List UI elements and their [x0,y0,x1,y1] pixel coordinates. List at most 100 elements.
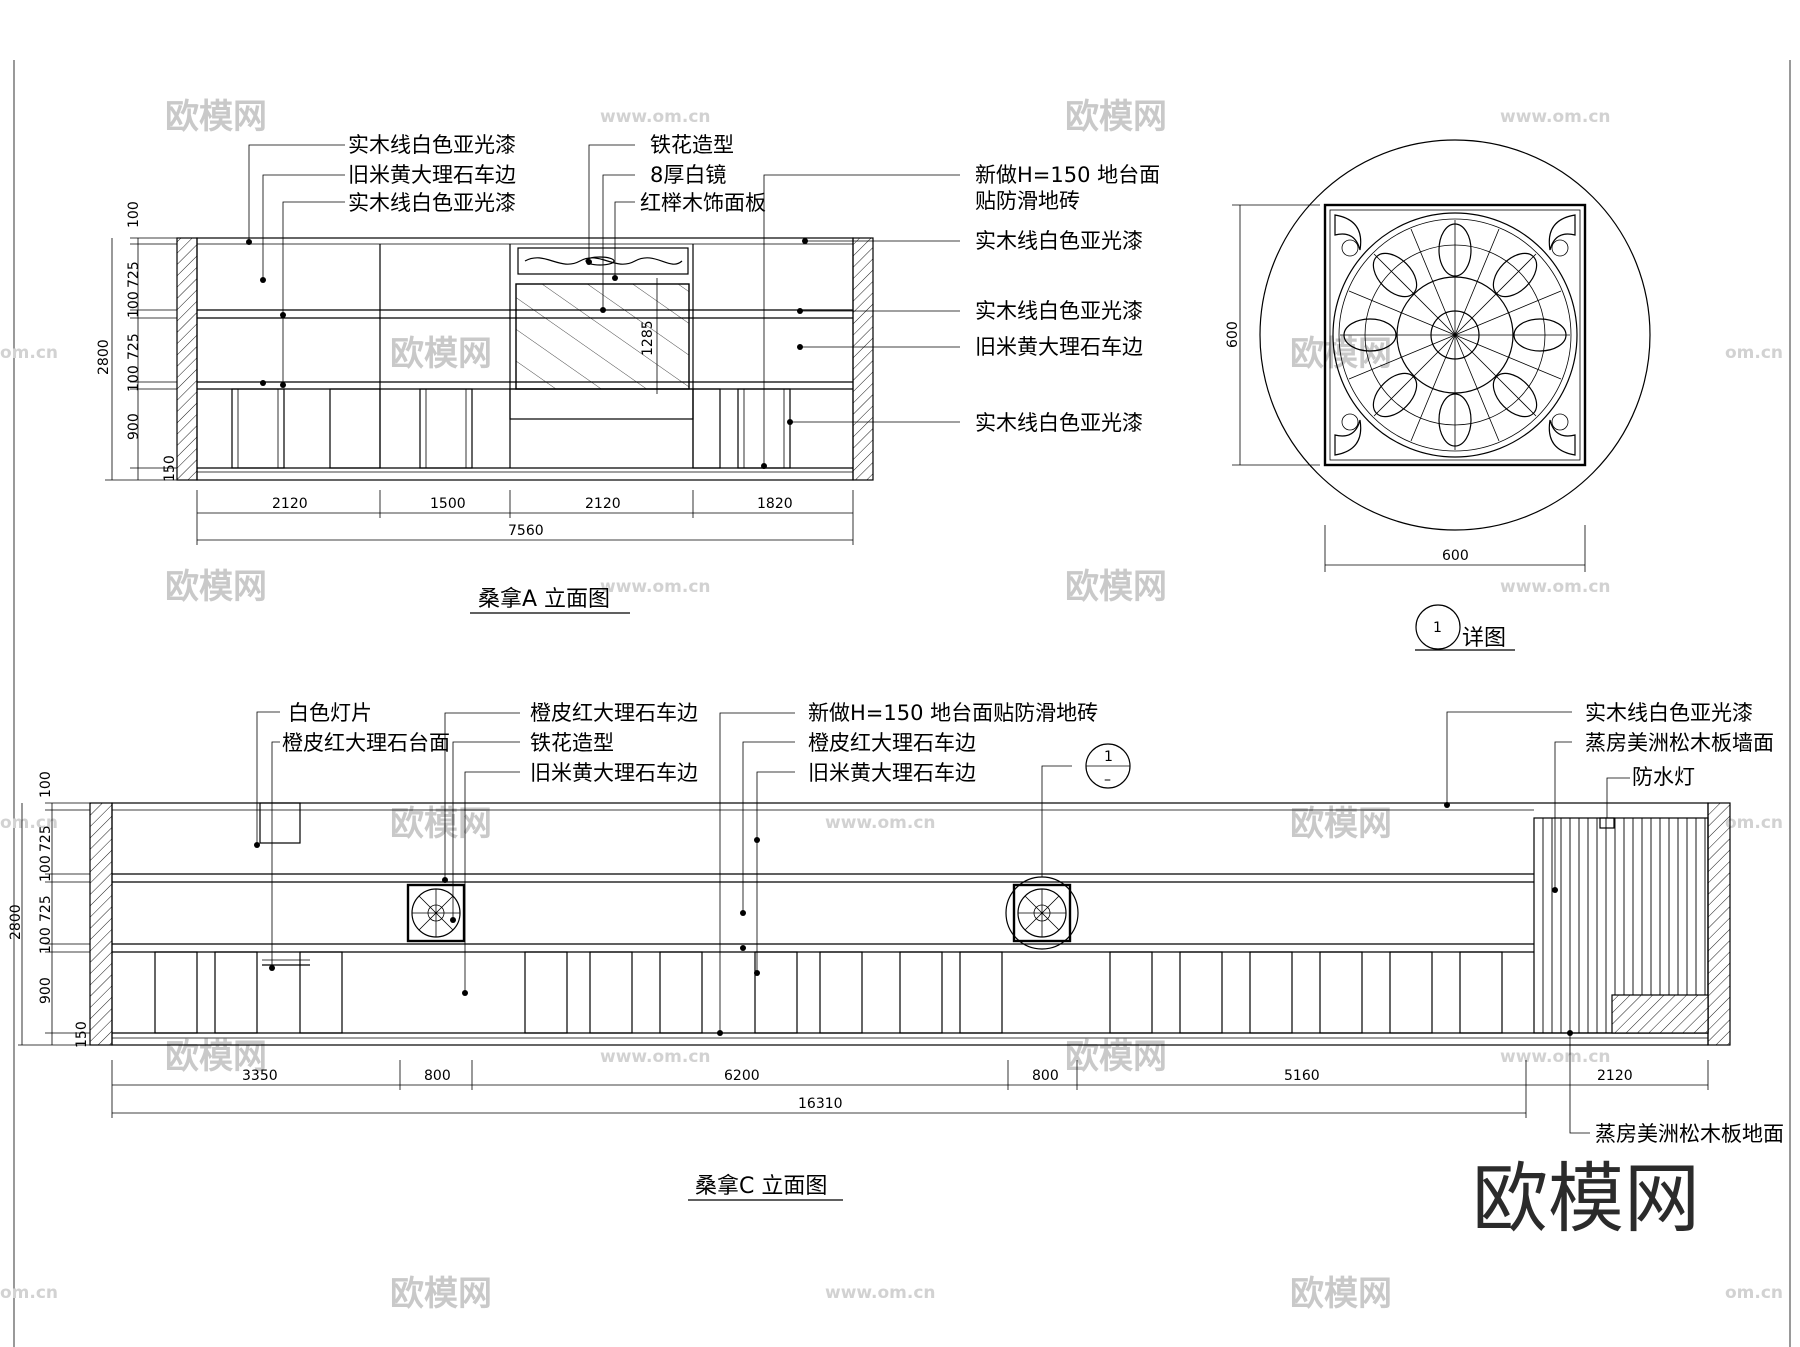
ref-bubble-number: 1 [1104,749,1113,765]
label-solid-wood-white: 实木线白色亚光漆 [975,229,1143,253]
detail-title: 详图 [1462,626,1506,651]
watermark-brand: 欧模网 [1065,567,1167,607]
right-wall-hatch [852,237,874,481]
dim-text: 100 [126,201,142,228]
mirror [515,283,690,390]
watermark-brand: 欧模网 [1290,1274,1392,1314]
label-solid-wood-white: 实木线白色亚光漆 [348,133,516,157]
watermark-layer: 欧模网 www.om.cn 欧模网 www.om.cn om.cn 欧模网 欧模… [0,97,1783,1314]
watermark-url: www.om.cn [600,107,711,127]
watermark-url: om.cn [1725,343,1783,363]
watermark-brand: 欧模网 [1290,804,1392,844]
watermark-url: om.cn [1725,1283,1783,1303]
right-wall-hatch [1707,802,1731,1046]
watermark-url: www.om.cn [825,813,936,833]
label-orange-marble-edge: 橙皮红大理石车边 [530,701,698,725]
watermark-brand: 欧模网 [165,97,267,137]
elevation-a: 100 725 100 725 100 900 150 2800 1285 21… [96,133,1160,614]
dim-text: 100 [126,365,142,392]
watermark-brand: 欧模网 [165,1037,267,1077]
dim-text: 16310 [798,1096,843,1112]
label-solid-wood-white: 实木线白色亚光漆 [348,191,516,215]
dim-text: 800 [424,1068,451,1084]
ref-bubble-sheet: – [1104,772,1111,788]
dim-text: 100 [38,771,54,798]
dim-text: 5160 [1284,1068,1320,1084]
detail-view: 600 600 1 详图 [1225,139,1651,651]
label-solid-wood-white: 实木线白色亚光漆 [1585,701,1753,725]
label-wrought-iron: 铁花造型 [530,731,614,755]
dim-text: 600 [1442,548,1469,564]
label-white-light: 白色灯片 [288,701,372,725]
wrought-iron-square [1005,876,1079,950]
wrought-iron-square [406,883,466,943]
brand-logo-watermark: 欧模网 [1472,1154,1700,1243]
label-beech-panel: 红榉木饰面板 [640,191,766,215]
dim-text: 2120 [272,496,308,512]
watermark-url: om.cn [1725,813,1783,833]
dim-text: 100 [38,855,54,882]
watermark-url: om.cn [0,813,58,833]
dim-text: 900 [38,977,54,1004]
left-wall-hatch [176,237,198,481]
watermark-url: www.om.cn [1500,107,1611,127]
watermark-url: www.om.cn [825,1283,936,1303]
dim-text: 100 [38,927,54,954]
lower-panels [154,951,1503,1034]
dim-text: 725 [38,825,54,852]
dim-text: 725 [38,895,54,922]
dim-text: 3350 [242,1068,278,1084]
watermark-url: www.om.cn [600,577,711,597]
label-waterproof-light: 防水灯 [1632,765,1695,789]
dim-text: 100 [126,291,142,318]
watermark-brand: 欧模网 [1290,334,1392,374]
dim-text: 800 [1032,1068,1059,1084]
label-old-beige-edge: 旧米黄大理石车边 [808,761,976,785]
watermark-brand: 欧模网 [1065,97,1167,137]
detail-ref-number: 1 [1433,620,1442,636]
label-orange-marble-top: 橙皮红大理石台面 [282,731,450,755]
dim-text: 725 [126,333,142,360]
rosette-pattern [1334,214,1576,456]
watermark-brand: 欧模网 [390,804,492,844]
elevation-c-title: 桑拿C 立面图 [695,1173,827,1199]
elevation-c: 100 725 100 725 100 900 150 2800 3350 80… [8,701,1784,1201]
watermark-url: www.om.cn [1500,577,1611,597]
dim-text: 2800 [8,904,24,940]
dim-text: 150 [74,1021,90,1048]
label-old-beige-marble-edge: 旧米黄大理石车边 [348,163,516,187]
dim-text: 7560 [508,523,544,539]
detail-square [1323,203,1587,467]
watermark-url: www.om.cn [600,1047,711,1067]
watermark-url: om.cn [0,1283,58,1303]
label-orange-marble-edge: 橙皮红大理石车边 [808,731,976,755]
elevation-a-title: 桑拿A 立面图 [478,586,610,612]
label-solid-wood-white: 实木线白色亚光漆 [975,299,1143,323]
dim-text: 2120 [585,496,621,512]
dim-text: 725 [126,261,142,288]
light-panel [259,802,301,844]
watermark-brand: 欧模网 [390,334,492,374]
dim-text: 900 [126,413,142,440]
label-old-beige-edge: 旧米黄大理石车边 [530,761,698,785]
label-white-mirror: 8厚白镜 [650,163,726,187]
dim-text: 6200 [724,1068,760,1084]
label-new-floor: 新做H=150 地台面贴防滑地砖 [808,701,1098,725]
dim-text: 150 [162,455,178,482]
detail-ref-bubble [1415,604,1461,650]
dim-text: 2120 [1597,1068,1633,1084]
dim-text: 1500 [430,496,466,512]
watermark-brand: 欧模网 [1065,1037,1167,1077]
dim-text: 2800 [96,339,112,375]
left-wall-hatch [89,802,113,1046]
watermark-brand: 欧模网 [165,567,267,607]
label-old-beige-marble-edge: 旧米黄大理石车边 [975,335,1143,359]
label-solid-wood-white: 实木线白色亚光漆 [975,411,1143,435]
detail-outer-circle [1259,139,1651,531]
sheet-border [13,60,1791,1347]
watermark-url: om.cn [0,343,58,363]
label-wrought-iron: 铁花造型 [650,133,734,157]
dim-text: 600 [1225,321,1241,348]
